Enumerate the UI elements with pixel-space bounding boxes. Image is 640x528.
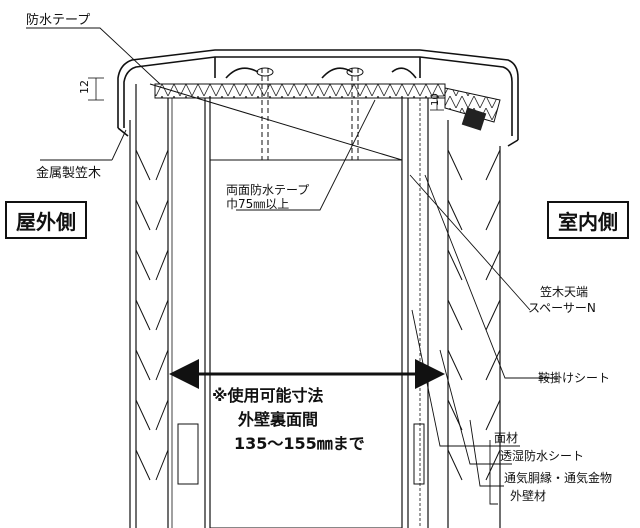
label-metal-coping: 金属製笠木	[36, 165, 101, 181]
interior-side-box	[547, 201, 629, 239]
label-exterior-side: 屋外側	[16, 210, 76, 234]
dimension-marks	[88, 77, 444, 111]
label-exterior-wall: 外壁材	[510, 488, 546, 503]
label-usable-dim-2: 外壁裏面間	[237, 410, 318, 429]
label-coping-spacer-2: スペーサーN	[528, 301, 596, 315]
label-usable-dim-3: 135〜155㎜まで	[234, 434, 365, 453]
coping-spacer-band	[154, 83, 501, 131]
wall-body	[129, 67, 501, 528]
dimension-10: 10	[430, 93, 441, 106]
leader-lines	[26, 27, 558, 505]
label-coping-spacer-1: 笠木天端	[540, 284, 588, 299]
exterior-side-box	[5, 201, 87, 239]
label-double-sided-tape-1: 両面防水テープ	[226, 182, 309, 197]
metal-coping	[117, 49, 519, 147]
label-waterproof-tape: 防水テープ	[26, 12, 90, 28]
label-face-material: 面材	[494, 431, 518, 445]
label-saddle-sheet: 鞍掛けシート	[538, 370, 610, 385]
label-moisture-sheet: 透湿防水シート	[500, 448, 584, 463]
dimension-12: 12	[78, 80, 91, 94]
label-vent-furring: 通気胴縁・通気金物	[504, 470, 612, 485]
label-usable-dim-1: ※使用可能寸法	[212, 386, 324, 405]
label-double-sided-tape-2: 巾75㎜以上	[226, 197, 289, 211]
label-interior-side: 室内側	[558, 210, 618, 234]
